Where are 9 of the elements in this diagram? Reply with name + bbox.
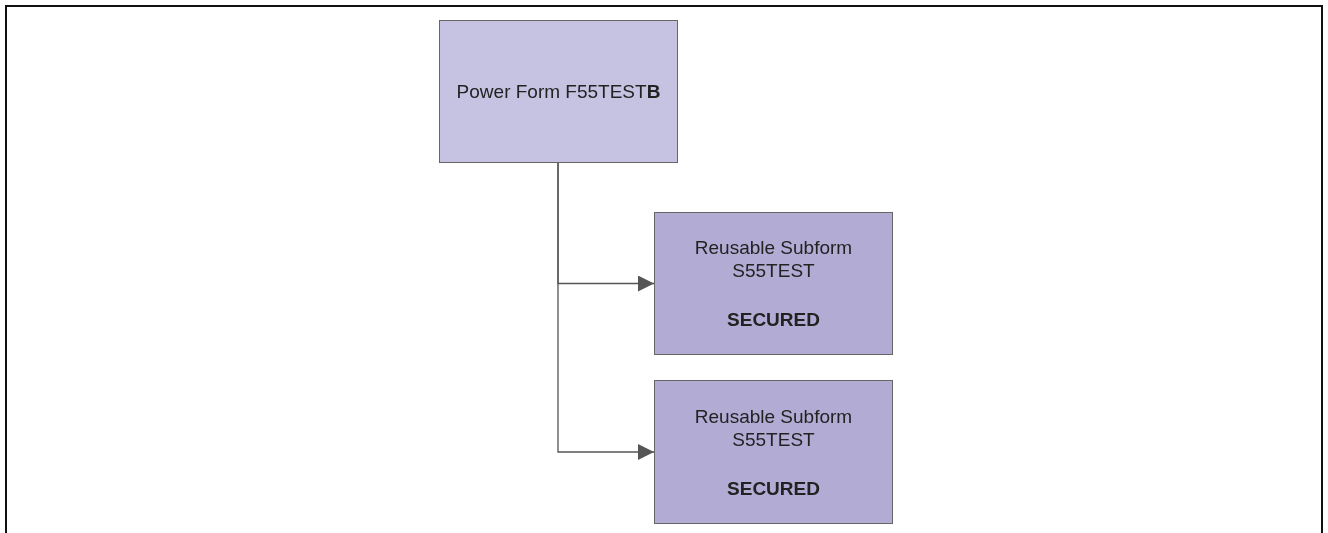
arrow xyxy=(557,162,655,460)
process-box xyxy=(654,380,893,524)
box-title: Reusable Subform S55TEST xyxy=(693,236,854,282)
process-box xyxy=(654,212,893,355)
box-title: Power Form F55TESTB xyxy=(456,80,661,103)
box-title: Reusable Subform S55TEST xyxy=(693,404,854,451)
status-text: SECURED xyxy=(727,308,820,331)
process-box xyxy=(439,20,678,163)
status-text: SECURED xyxy=(727,476,820,500)
